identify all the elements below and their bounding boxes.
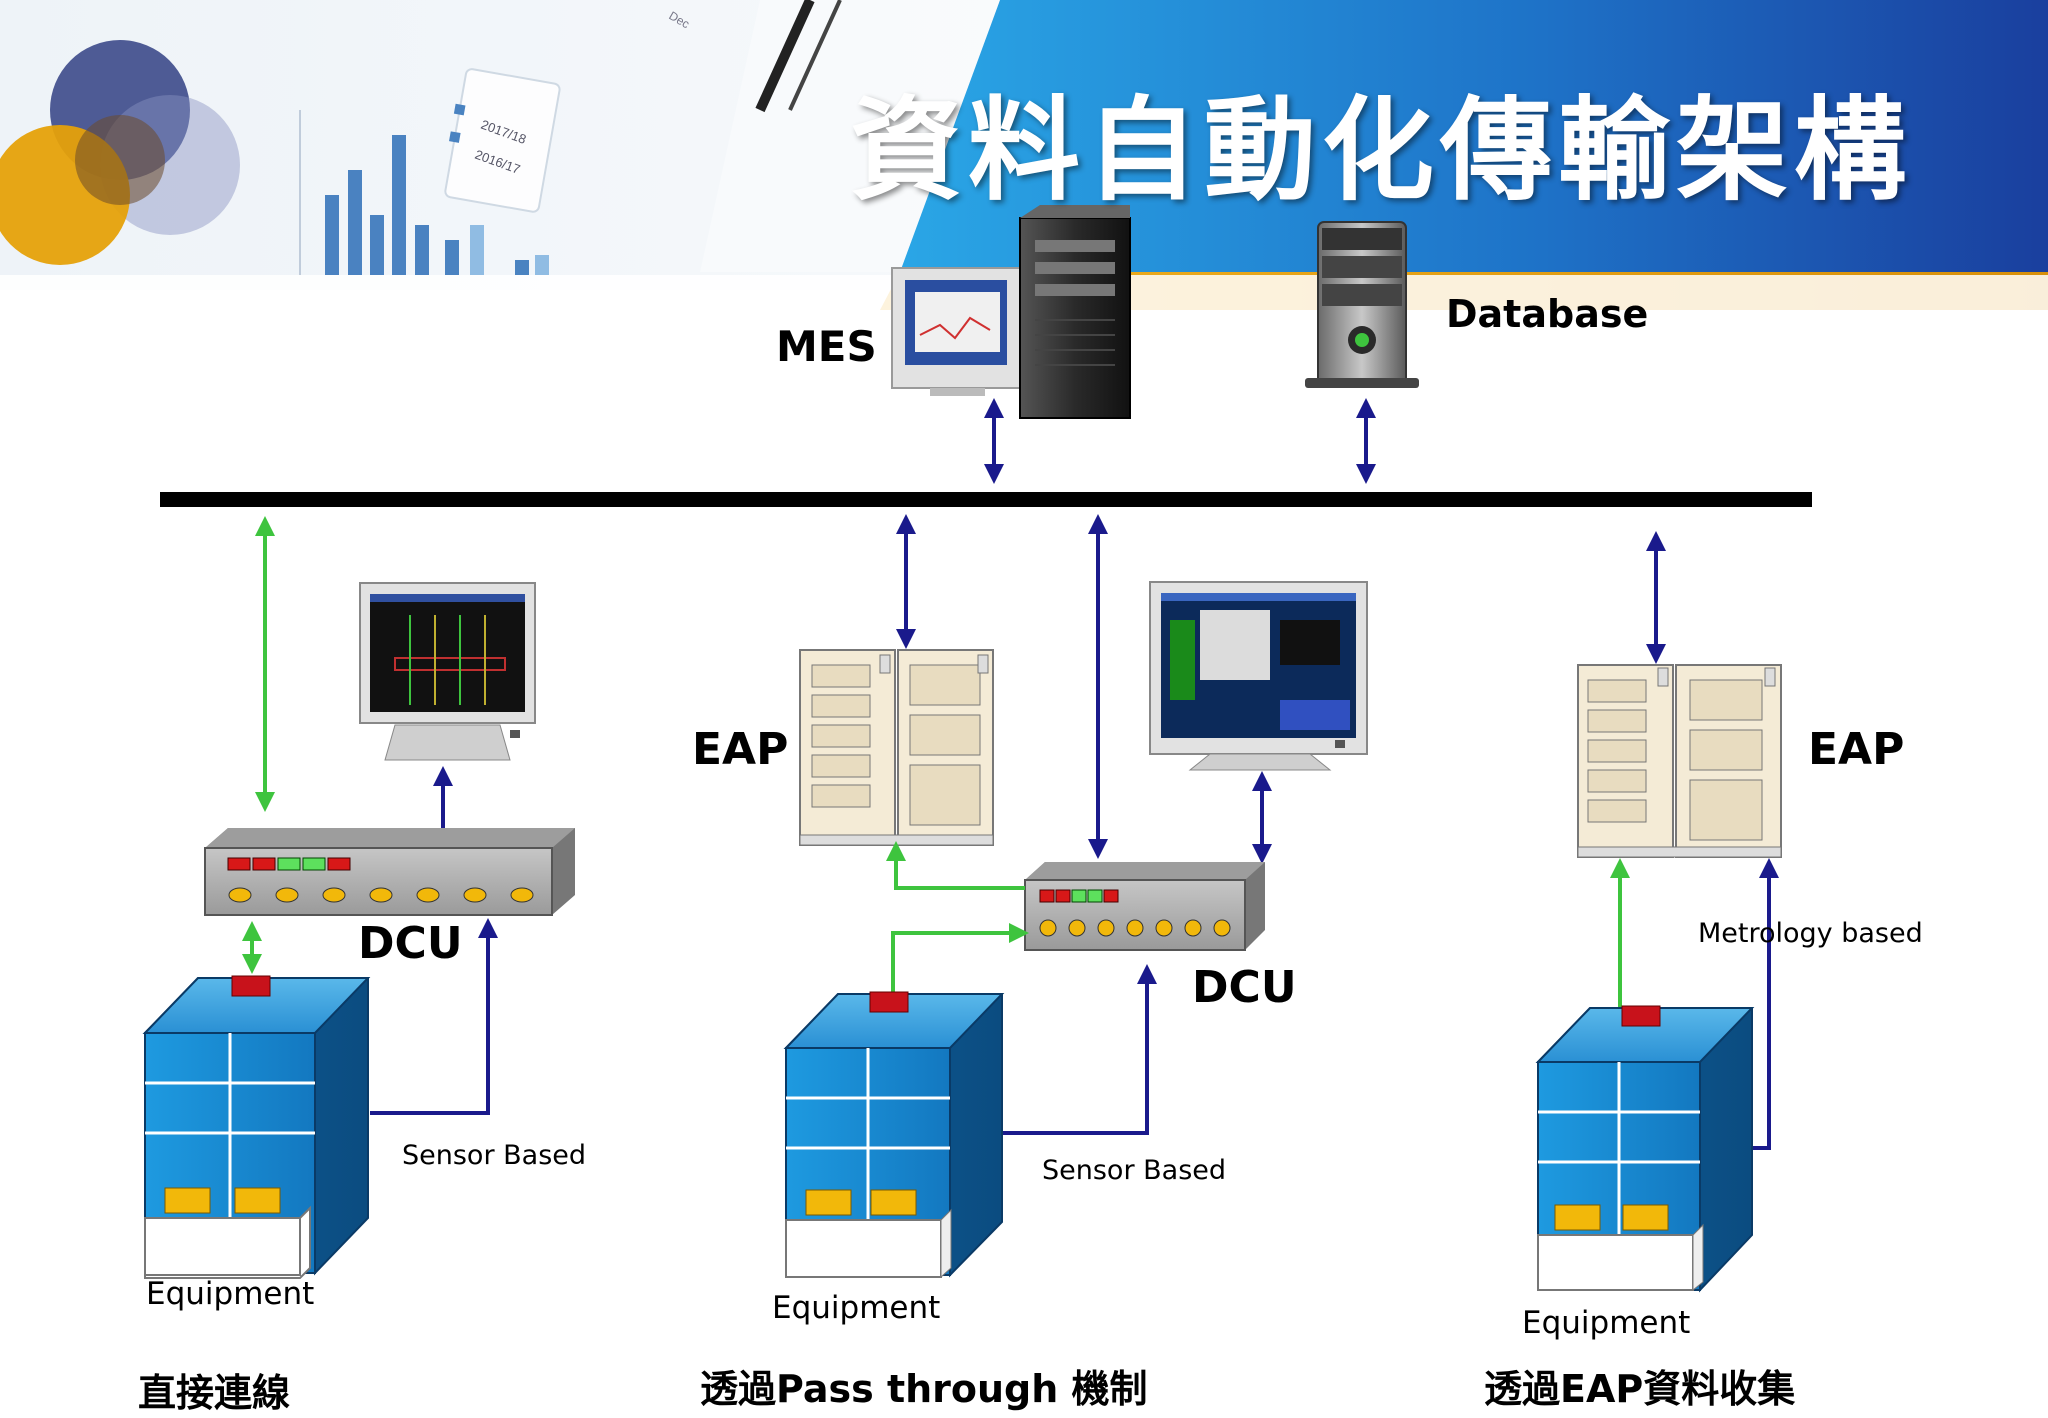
col1-dcu-box (204, 828, 575, 916)
col3-equipment-icon (1535, 1005, 1755, 1293)
col1-sensor-connector (370, 918, 498, 1115)
col2-equipment-dcu-connector (891, 923, 1029, 995)
col1-monitor-icon (359, 582, 536, 761)
mes-computer-icon (891, 205, 1131, 419)
col2-caption: 透過Pass through 機制 (700, 1367, 1148, 1411)
col2-eap-label: EAP (692, 724, 789, 775)
decorative-circles (0, 40, 240, 265)
col3-equipment-label: Equipment (1522, 1305, 1691, 1341)
col1-caption: 直接連線 (138, 1371, 291, 1415)
col1-sensor-label: Sensor Based (402, 1140, 587, 1171)
col3-caption: 透過EAP資料收集 (1484, 1367, 1796, 1411)
database-server-icon (1305, 221, 1419, 388)
background-bar-chart (299, 68, 561, 275)
col2-sensor-label: Sensor Based (1042, 1155, 1227, 1186)
col1-dcu-label: DCU (358, 918, 463, 969)
col2-dcu-box (1024, 862, 1265, 951)
col1-equipment-label: Equipment (146, 1276, 315, 1312)
col3-eap-server-icon (1577, 664, 1782, 858)
col1-equipment-icon (142, 975, 371, 1279)
col3-metrology-connector (1752, 858, 1779, 1150)
network-bus (160, 492, 1812, 507)
col3-eap-label: EAP (1808, 724, 1905, 775)
col2-equipment-icon (783, 991, 1005, 1279)
col2-dcu-label: DCU (1192, 962, 1297, 1013)
col3-metrology-label: Metrology based (1698, 918, 1923, 949)
col2-equipment-label: Equipment (772, 1290, 941, 1326)
database-label: Database (1446, 292, 1649, 336)
page-title: 資料自動化傳輸架構 (850, 86, 1912, 216)
col2-dcu-eap-connector (886, 841, 1025, 890)
col2-sensor-connector (1002, 964, 1157, 1135)
mes-label: MES (776, 322, 877, 371)
col2-monitor-icon (1149, 581, 1368, 771)
col2-eap-server-icon (799, 649, 994, 846)
